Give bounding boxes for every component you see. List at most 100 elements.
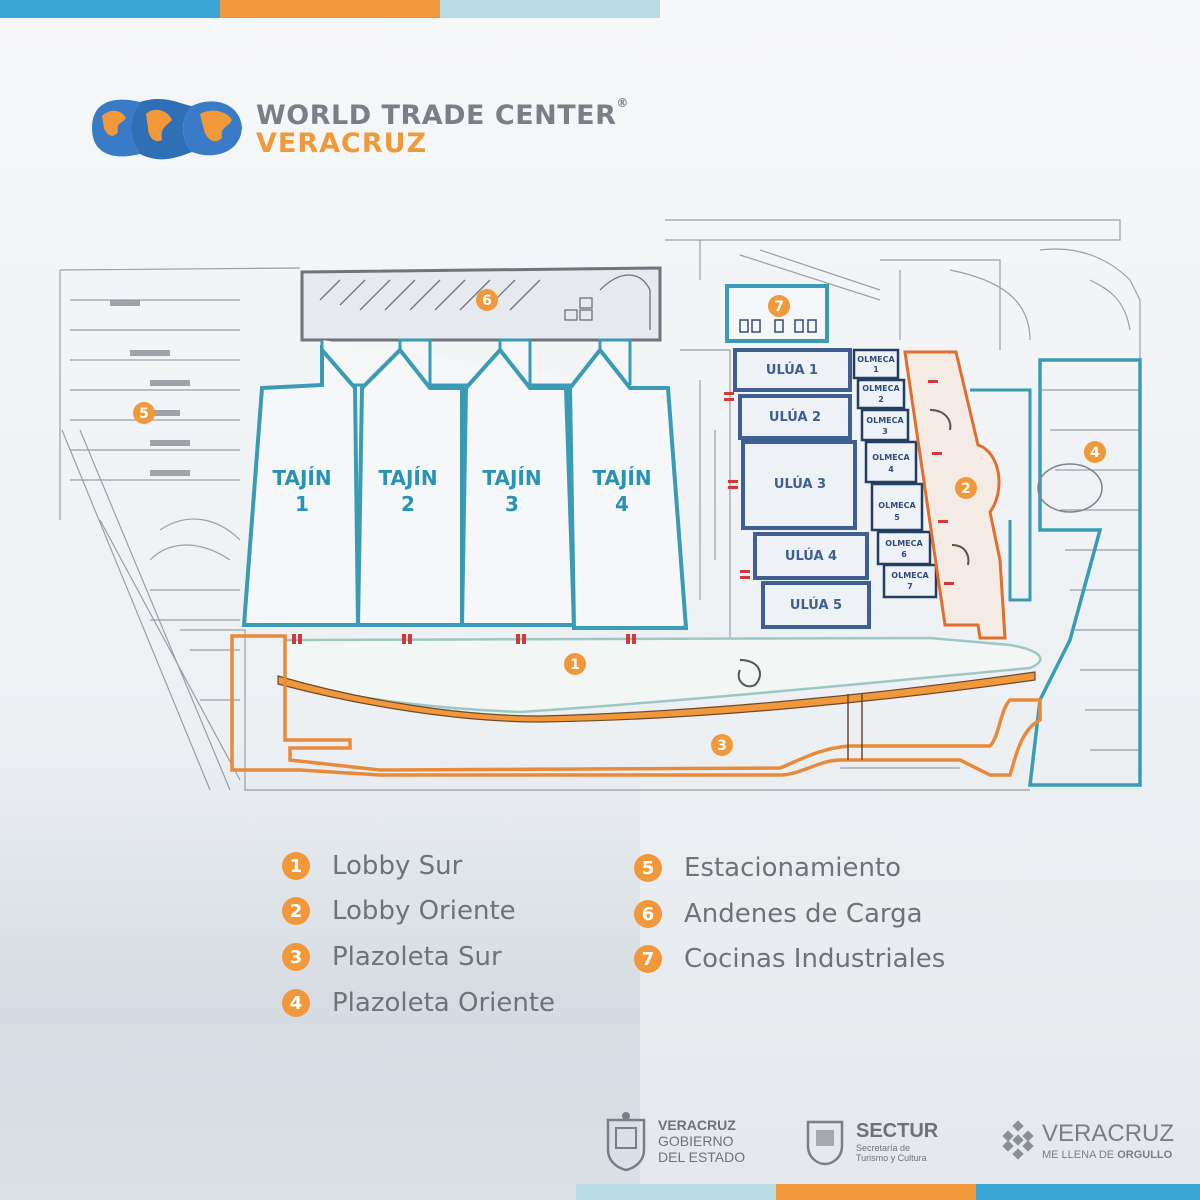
ulua-2-label: ULÚA 2 bbox=[769, 409, 821, 425]
tajin-2-number: 2 bbox=[401, 492, 415, 516]
kitchens-stalls bbox=[739, 319, 817, 333]
svg-text:7: 7 bbox=[907, 582, 913, 591]
legend-number: 7 bbox=[634, 945, 662, 973]
legend-item: 5 Estacionamiento bbox=[634, 850, 901, 886]
background-building-shade bbox=[0, 740, 640, 1200]
hall-tajin-3 bbox=[459, 346, 577, 627]
tajin-4-label: TAJÍN bbox=[592, 466, 651, 490]
svg-text:2: 2 bbox=[961, 481, 971, 497]
ulua-5-label: ULÚA 5 bbox=[790, 597, 842, 613]
sectur-line1: Secretaría de bbox=[856, 1143, 911, 1153]
brand-veracruz-tagline: ME LLENA DE ORGULLO bbox=[1042, 1149, 1172, 1161]
hall-ulua-4 bbox=[753, 532, 869, 580]
area-markers: 1 2 3 4 5 6 7 bbox=[133, 289, 1106, 756]
legend-label: Plazoleta Sur bbox=[332, 942, 502, 972]
parking-arrows bbox=[110, 300, 190, 476]
plazoleta-sur-outline bbox=[230, 634, 1042, 777]
plazoleta-sur-band bbox=[277, 671, 1036, 723]
veracruz-pattern-icon bbox=[998, 1120, 1038, 1160]
tagline-part-b: ORGULLO bbox=[1117, 1149, 1173, 1161]
marker-4 bbox=[1084, 441, 1106, 463]
olmeca-labels: OLMECA 1 OLMECA 2 OLMECA 3 OLMECA 4 OLME… bbox=[857, 355, 929, 591]
svg-text:OLMECA: OLMECA bbox=[891, 571, 929, 580]
plazoleta-oriente-area bbox=[1028, 358, 1142, 787]
tajin-1-number: 1 bbox=[295, 492, 309, 516]
ulua-3-label: ULÚA 3 bbox=[774, 476, 826, 492]
svg-text:OLMECA: OLMECA bbox=[878, 501, 916, 510]
marker-3 bbox=[711, 734, 733, 756]
bottom-strip-light bbox=[576, 1184, 776, 1200]
legend-item: 6 Andenes de Carga bbox=[634, 896, 923, 932]
svg-text:3: 3 bbox=[882, 427, 888, 436]
svg-text:4: 4 bbox=[888, 465, 894, 474]
wtc-globe-logo bbox=[88, 92, 248, 164]
svg-text:OLMECA: OLMECA bbox=[885, 539, 923, 548]
tajin-3-label: TAJÍN bbox=[482, 466, 541, 490]
bottom-strip-blue bbox=[976, 1184, 1200, 1200]
hall-tajin-2 bbox=[355, 346, 464, 627]
hall-ulua-1 bbox=[733, 348, 852, 392]
tajin-halls bbox=[241, 344, 689, 630]
svg-text:OLMECA: OLMECA bbox=[866, 416, 904, 425]
ulua-1-label: ULÚA 1 bbox=[766, 362, 818, 378]
tajin-1-label: TAJÍN bbox=[272, 466, 331, 490]
legend-label: Plazoleta Oriente bbox=[332, 988, 556, 1018]
gov-line1: VERACRUZ bbox=[658, 1117, 736, 1133]
legend-label: Lobby Sur bbox=[332, 851, 463, 881]
legend-label: Andenes de Carga bbox=[684, 899, 923, 929]
sectur-shield-icon bbox=[802, 1114, 848, 1166]
svg-text:5: 5 bbox=[139, 406, 149, 422]
top-strip-orange bbox=[220, 0, 440, 18]
hall-tajin-1 bbox=[241, 344, 361, 627]
svg-text:OLMECA: OLMECA bbox=[872, 453, 910, 462]
legend-item: 2 Lobby Oriente bbox=[282, 893, 516, 929]
gov-line2: GOBIERNO bbox=[658, 1133, 734, 1149]
wtc-globe-icon bbox=[92, 98, 242, 160]
legend-number: 2 bbox=[282, 897, 310, 925]
legend-label: Estacionamiento bbox=[684, 853, 902, 883]
ulua-halls bbox=[733, 348, 871, 629]
lobby-oriente-area bbox=[903, 350, 1007, 640]
svg-text:7: 7 bbox=[774, 299, 784, 315]
svg-text:OLMECA: OLMECA bbox=[862, 384, 900, 393]
marker-7 bbox=[768, 295, 790, 317]
loading-docks-stalls bbox=[319, 274, 651, 330]
top-strip-blue bbox=[0, 0, 220, 18]
tajin-4-number: 4 bbox=[615, 492, 629, 516]
tajin-2-label: TAJÍN bbox=[378, 466, 437, 490]
svg-text:1: 1 bbox=[570, 657, 580, 673]
svg-text:1: 1 bbox=[873, 365, 879, 374]
svg-text:OLMECA: OLMECA bbox=[857, 355, 895, 364]
legend-item: 7 Cocinas Industriales bbox=[634, 941, 945, 977]
svg-text:2: 2 bbox=[878, 395, 884, 404]
door-arrows bbox=[292, 380, 954, 644]
legend-number: 4 bbox=[282, 989, 310, 1017]
svg-text:6: 6 bbox=[482, 293, 492, 309]
ulua-4-label: ULÚA 4 bbox=[785, 548, 837, 564]
marker-6 bbox=[476, 289, 498, 311]
legend-number: 1 bbox=[282, 852, 310, 880]
legend-number: 3 bbox=[282, 943, 310, 971]
ulua-labels: ULÚA 1 ULÚA 2 ULÚA 3 ULÚA 4 ULÚA 5 bbox=[766, 362, 842, 613]
legend-label: Cocinas Industriales bbox=[684, 944, 946, 974]
lobby-sur-area bbox=[283, 636, 1042, 714]
hall-ulua-2 bbox=[738, 394, 852, 440]
marker-2 bbox=[955, 477, 977, 499]
legend-number: 5 bbox=[634, 854, 662, 882]
gov-line3: DEL ESTADO bbox=[658, 1149, 746, 1165]
svg-text:4: 4 bbox=[1090, 445, 1100, 461]
legend-item: 1 Lobby Sur bbox=[282, 848, 462, 884]
sectur-name: SECTUR bbox=[856, 1120, 939, 1142]
svg-text:5: 5 bbox=[894, 513, 900, 522]
legend-item: 4 Plazoleta Oriente bbox=[282, 985, 555, 1021]
marker-5 bbox=[133, 402, 155, 424]
brand-title: WORLD TRADE CENTER® bbox=[256, 96, 629, 131]
hall-ulua-5 bbox=[761, 581, 871, 629]
bottom-strip-orange bbox=[776, 1184, 976, 1200]
stair-bridge bbox=[847, 694, 863, 760]
brand-subtitle: VERACRUZ bbox=[256, 128, 428, 159]
tajin-3-number: 3 bbox=[505, 492, 519, 516]
marker-1 bbox=[564, 653, 586, 675]
gov-crest-icon bbox=[600, 1110, 652, 1172]
tagline-part-a: ME LLENA DE bbox=[1042, 1149, 1118, 1161]
